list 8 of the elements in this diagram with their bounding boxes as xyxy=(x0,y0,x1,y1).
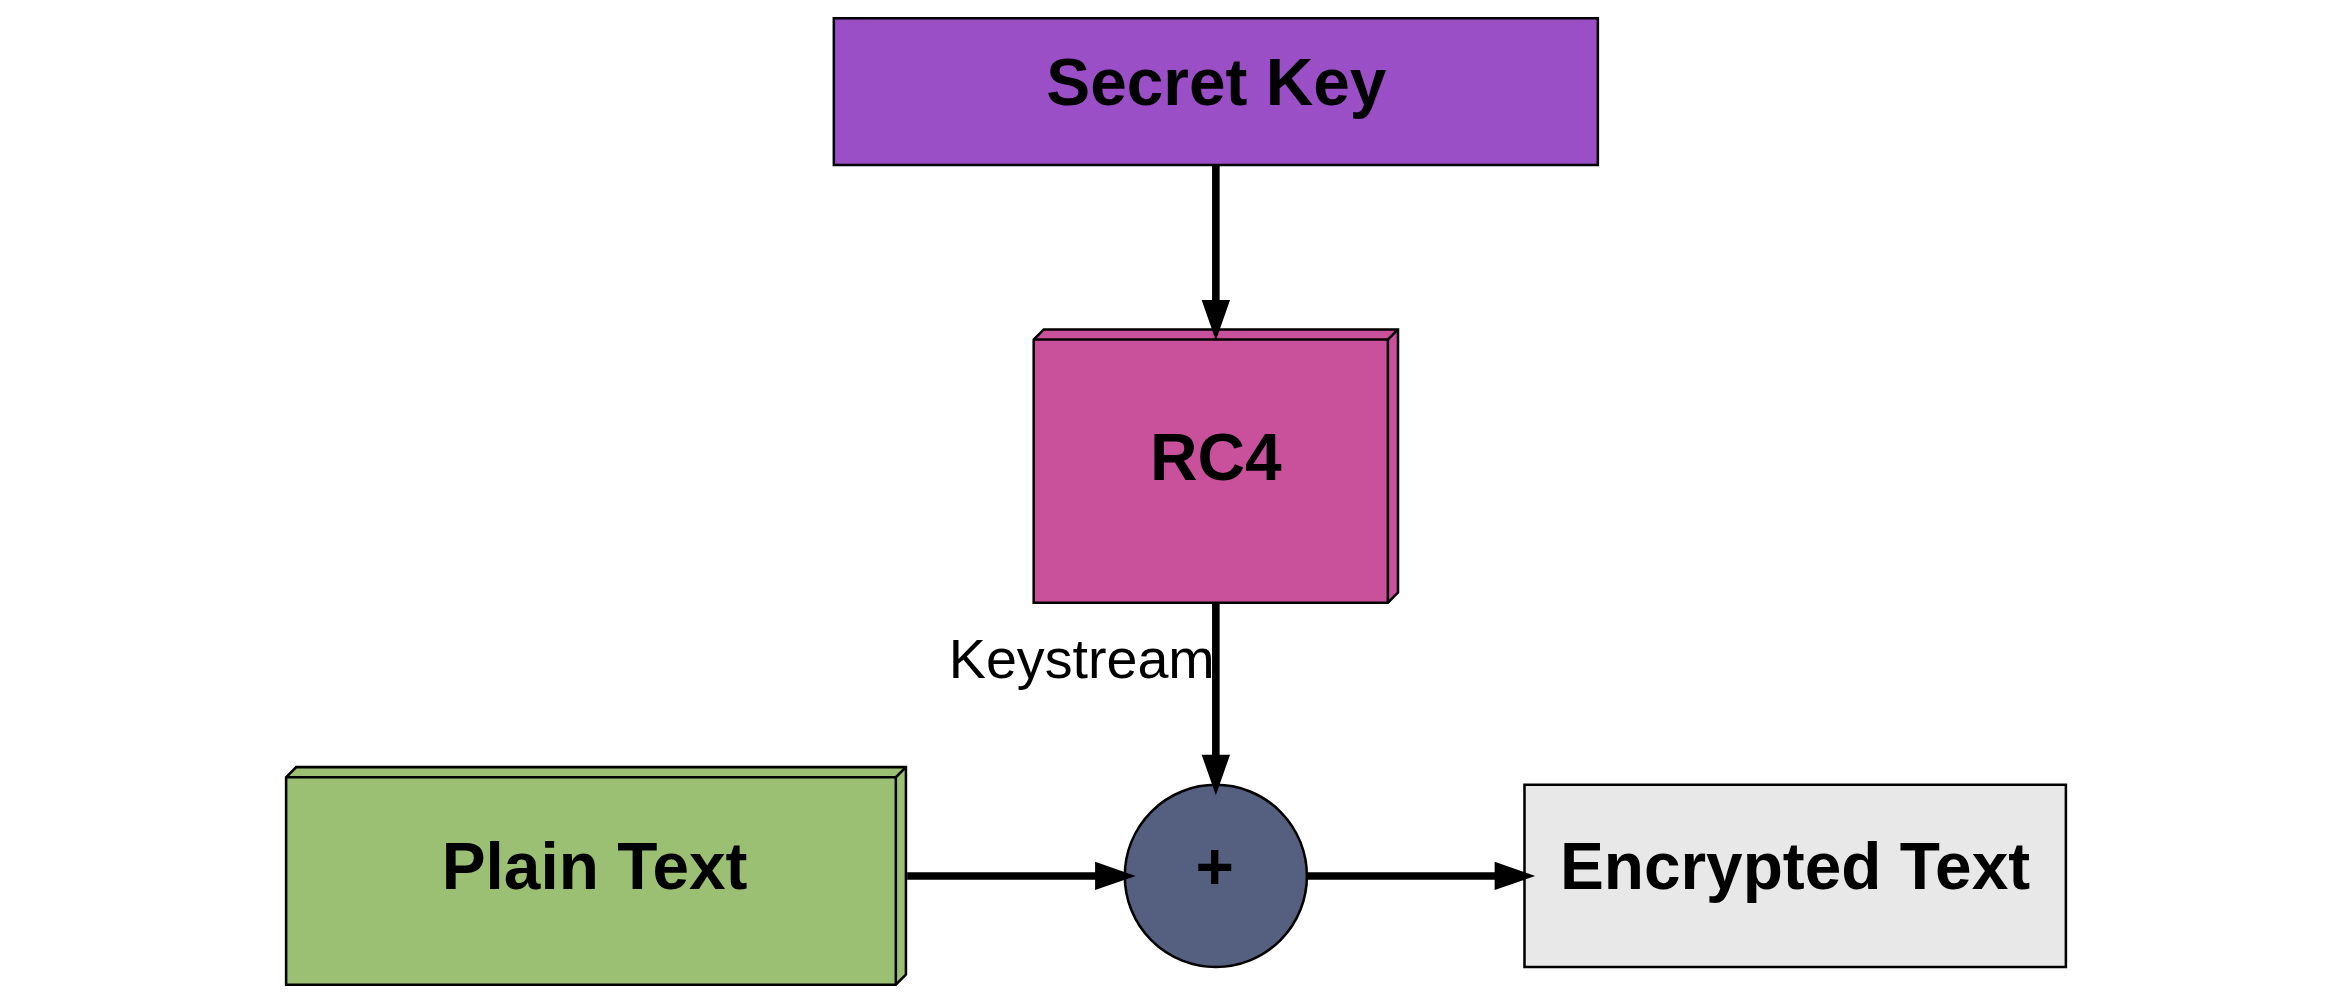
edge-label: Keystream xyxy=(948,627,1215,690)
arrow xyxy=(1201,603,1230,796)
node-box: Secret Key xyxy=(832,17,1599,167)
arrow xyxy=(906,861,1136,891)
arrow xyxy=(1201,165,1230,341)
arrow xyxy=(1307,861,1535,891)
node-circle: + xyxy=(1123,783,1308,969)
node-box: Encrypted Text xyxy=(1522,783,2067,969)
